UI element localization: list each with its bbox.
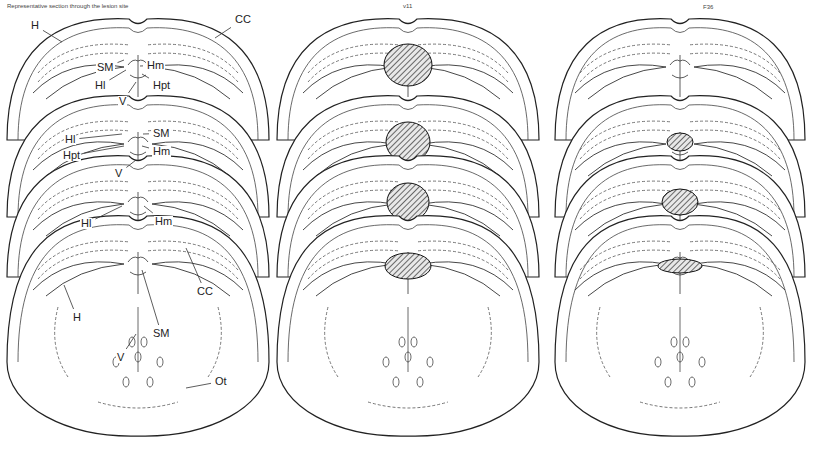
tract-section (699, 357, 705, 367)
structure-label: Hl (80, 218, 92, 229)
coronal-section (7, 216, 269, 436)
leader-line (142, 270, 159, 325)
tract-section (129, 337, 135, 347)
header-note: v11 (402, 3, 413, 10)
brain-outline (277, 216, 539, 436)
leader-line (186, 248, 201, 283)
habenula (128, 55, 148, 97)
leader-line (142, 146, 149, 148)
leader-line (79, 134, 122, 139)
structure-label: CC (234, 14, 252, 25)
coronal-section (555, 96, 805, 217)
leader-line (140, 65, 143, 66)
leader-line (142, 74, 149, 78)
tract-section (147, 377, 153, 387)
structure-label: Hl (94, 80, 106, 91)
structure-label: CC (196, 286, 214, 297)
coronal-section (555, 156, 805, 277)
leader-line (95, 206, 122, 219)
structure-label: SM (152, 128, 171, 139)
structure-label: V (114, 168, 123, 179)
structure-label: SM (152, 328, 171, 339)
structure-label: Hm (154, 216, 173, 227)
leader-line (215, 27, 231, 38)
leader-line (186, 383, 211, 388)
lesion-area (385, 253, 431, 279)
third-ventricle (680, 307, 681, 372)
structure-label: Hpt (152, 80, 171, 91)
tract-section (393, 377, 399, 387)
brain-outline (7, 216, 269, 436)
lesion-area (662, 189, 698, 215)
header-note: Representative section through the lesio… (6, 3, 129, 10)
brain-outline (555, 156, 805, 277)
structure-label: Hl (64, 134, 76, 145)
leader-line (143, 133, 149, 134)
tract-section (683, 337, 689, 347)
tract-section (689, 377, 695, 387)
third-ventricle (408, 307, 409, 372)
leader-line (126, 334, 136, 349)
coronal-section (277, 216, 539, 436)
structure-label: Hm (146, 60, 165, 71)
leader-line (144, 206, 153, 213)
habenula (670, 55, 690, 97)
structure-label: Hpt (62, 150, 81, 161)
tract-section (427, 357, 433, 367)
leader-line (118, 60, 125, 63)
structure-label: SM (96, 62, 115, 73)
tract-section (141, 337, 147, 347)
corpus-callosum (308, 250, 508, 279)
tract-section (399, 337, 405, 347)
tract-section (655, 357, 661, 367)
tract-section (417, 377, 423, 387)
lesion-area (384, 44, 432, 86)
structure-label: Hm (152, 146, 171, 157)
tract-section (411, 337, 417, 347)
brain-outline (555, 96, 805, 217)
leader-line (128, 82, 136, 93)
tract-section (671, 337, 677, 347)
fibre-tract (55, 307, 222, 408)
coronal-section (555, 216, 805, 436)
fibre-tract (325, 307, 492, 408)
leader-line (43, 30, 62, 42)
leader-line (84, 146, 124, 153)
fibre-tract (597, 307, 764, 408)
corpus-callosum (580, 121, 780, 150)
header-note: F36 (702, 4, 714, 11)
tract-section (157, 357, 163, 367)
tract-section (123, 377, 129, 387)
habenula (128, 252, 148, 294)
structure-label: H (72, 312, 82, 323)
leader-line (64, 285, 74, 309)
structure-label: Ot (214, 376, 228, 387)
third-ventricle (138, 307, 139, 372)
lesion-area (658, 259, 702, 273)
lesion-area (667, 133, 693, 151)
tract-section (383, 357, 389, 367)
brain-outline (555, 216, 805, 436)
tract-section (665, 377, 671, 387)
leader-line (126, 160, 136, 168)
structure-label: V (118, 96, 127, 107)
structure-label: H (30, 20, 40, 31)
structure-label: V (116, 352, 125, 363)
